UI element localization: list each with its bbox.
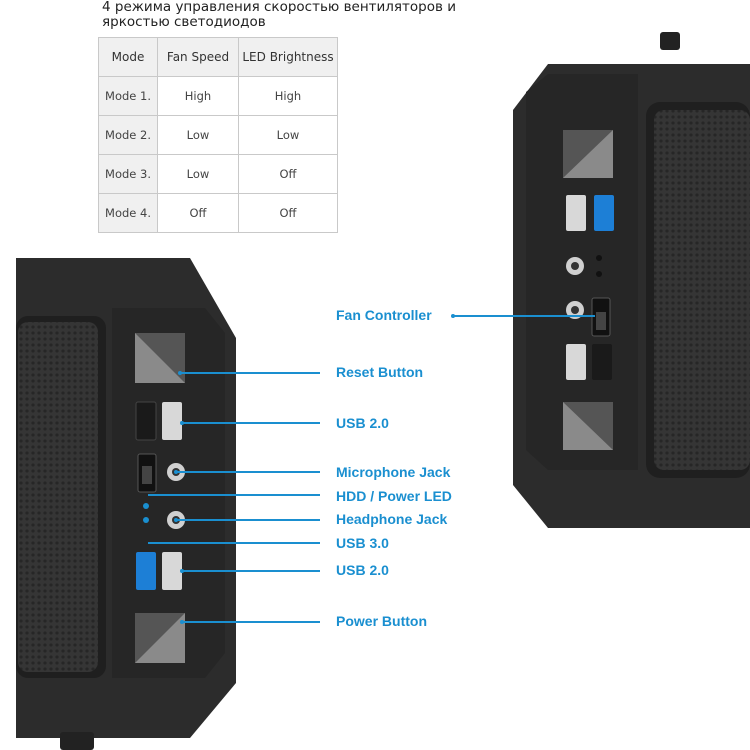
table-header: LED Brightness: [238, 37, 338, 77]
label-usb30: USB 3.0: [336, 535, 389, 551]
callout-line: [453, 315, 595, 317]
table-cell: Off: [157, 193, 239, 233]
table-cell: Mode 4.: [98, 193, 158, 233]
table-row: Mode 3. Low Off: [98, 154, 338, 194]
label-usb20-top: USB 2.0: [336, 415, 389, 431]
callout-line: [182, 422, 320, 424]
table-cell: Off: [238, 154, 338, 194]
label-power-button: Power Button: [336, 613, 427, 629]
case-image-top-view: [508, 30, 750, 550]
callout-line: [148, 542, 320, 544]
table-cell: Low: [157, 154, 239, 194]
table-cell: Low: [238, 115, 338, 155]
label-hdd-power-led: HDD / Power LED: [336, 488, 452, 504]
label-microphone-jack: Microphone Jack: [336, 464, 451, 480]
table-cell: Mode 2.: [98, 115, 158, 155]
callout-line: [182, 570, 320, 572]
callout-line: [182, 621, 320, 623]
table-cell: Mode 1.: [98, 76, 158, 116]
label-usb20-bottom: USB 2.0: [336, 562, 389, 578]
case-image-front-view: [0, 258, 240, 750]
table-header: Mode: [98, 37, 158, 77]
table-cell: Off: [238, 193, 338, 233]
page-heading: 4 режима управления скоростью вентилятор…: [102, 0, 457, 30]
table-cell: Low: [157, 115, 239, 155]
table-row: Mode 2. Low Low: [98, 115, 338, 155]
table-cell: High: [157, 76, 239, 116]
callout-line: [148, 494, 320, 496]
callout-line: [180, 372, 320, 374]
label-headphone-jack: Headphone Jack: [336, 511, 448, 527]
mode-table: Mode Fan Speed LED Brightness Mode 1. Hi…: [98, 37, 338, 233]
table-cell: Mode 3.: [98, 154, 158, 194]
label-reset-button: Reset Button: [336, 364, 424, 380]
table-row: Mode 1. High High: [98, 76, 338, 116]
callout-line: [176, 471, 320, 473]
table-header: Fan Speed: [157, 37, 239, 77]
table-header-row: Mode Fan Speed LED Brightness: [98, 37, 338, 77]
table-row: Mode 4. Off Off: [98, 193, 338, 233]
callout-line: [176, 519, 320, 521]
table-cell: High: [238, 76, 338, 116]
label-fan-controller: Fan Controller: [336, 307, 432, 323]
